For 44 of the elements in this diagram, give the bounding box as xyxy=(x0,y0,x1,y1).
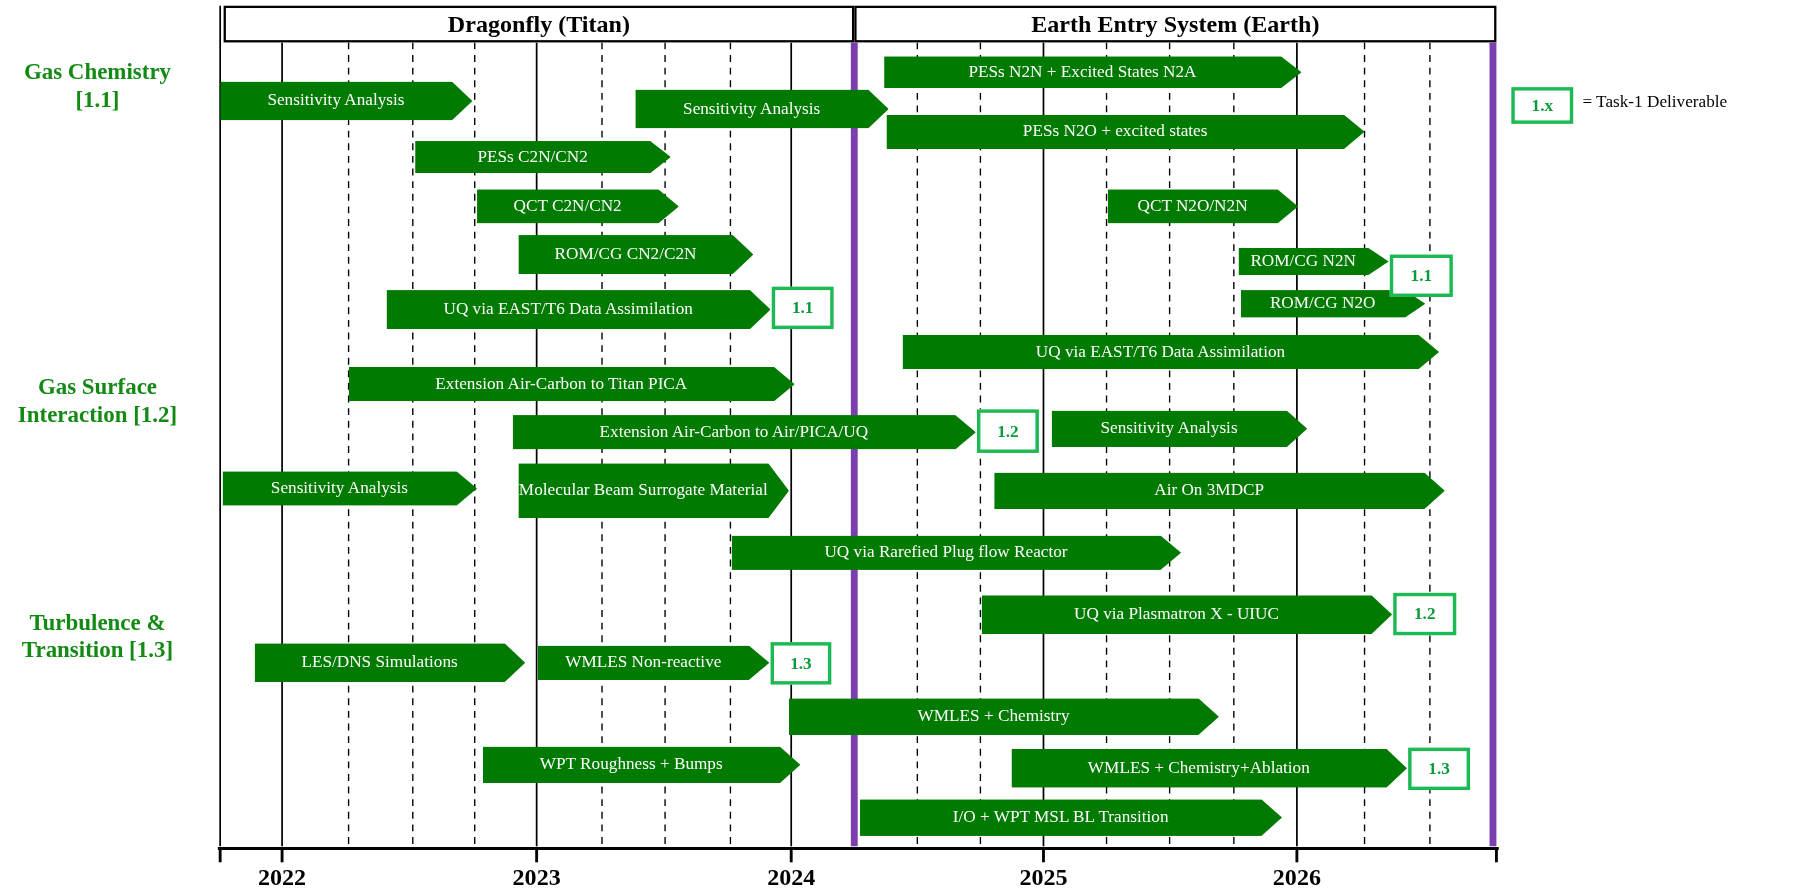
task-arrow-bar: Molecular Beam Surrogate Material xyxy=(518,463,789,519)
task-arrow-bar: I/O + WPT MSL BL Transition xyxy=(860,799,1282,836)
legend-text: = Task-1 Deliverable xyxy=(1582,91,1728,112)
deliverable-badge: 1.2 xyxy=(976,409,1039,453)
deliverable-badge: 1.3 xyxy=(770,642,832,685)
task-arrow-bar: WMLES + Chemistry+Ablation xyxy=(1011,748,1407,788)
task-arrow-bar: WMLES + Chemistry xyxy=(788,698,1219,735)
deliverable-badge: 1.1 xyxy=(1389,254,1453,297)
row-heading: Gas Chemistry [1.1] xyxy=(22,57,173,113)
phase-header: Earth Entry System (Earth) xyxy=(854,5,1497,43)
task-arrow-bar: UQ via Plasmatron X - UIUC xyxy=(981,595,1393,635)
task-arrow-bar: WPT Roughness + Bumps xyxy=(482,746,801,784)
phase-header: Dragonfly (Titan) xyxy=(223,5,855,43)
year-label: 2025 xyxy=(1019,863,1068,892)
deliverable-badge: 1.3 xyxy=(1408,747,1471,791)
task-arrow-bar: QCT C2N/CN2 xyxy=(477,189,679,224)
deliverable-badge: 1.2 xyxy=(1393,592,1457,636)
task-arrow-bar: ROM/CG N2O xyxy=(1240,290,1426,318)
task-arrow-bar: ROM/CG N2N xyxy=(1238,247,1389,276)
task-arrow-bar: Air On 3MDCP xyxy=(994,472,1445,510)
task-arrow-bar: Sensitivity Analysis xyxy=(220,81,473,121)
task-arrow-bar: Sensitivity Analysis xyxy=(222,471,477,506)
year-label: 2023 xyxy=(512,863,561,892)
row-heading: Gas Surface Interaction [1.2] xyxy=(16,372,179,428)
task-arrow-bar: UQ via Rarefied Plug flow Reactor xyxy=(731,535,1182,570)
task-arrow-bar: QCT N2O/N2N xyxy=(1107,189,1299,224)
task-arrow-bar: Sensitivity Analysis xyxy=(635,89,889,129)
year-label: 2026 xyxy=(1272,863,1321,892)
task-arrow-bar: UQ via EAST/T6 Data Assimilation xyxy=(386,290,771,330)
deliverable-badge: 1.x xyxy=(1511,87,1574,124)
task-arrow-bar: LES/DNS Simulations xyxy=(254,643,526,683)
task-arrow-bar: Sensitivity Analysis xyxy=(1051,410,1308,448)
year-label: 2024 xyxy=(767,863,816,892)
task-arrow-bar: ROM/CG CN2/C2N xyxy=(518,235,754,275)
deliverable-badge: 1.1 xyxy=(771,286,834,330)
task-arrow-bar: Extension Air-Carbon to Air/PICA/UQ xyxy=(512,415,976,450)
row-heading: Turbulence & Transition [1.3] xyxy=(20,607,175,663)
task-arrow-bar: PESs N2N + Excited States N2A xyxy=(884,56,1302,89)
task-arrow-bar: PESs C2N/CN2 xyxy=(415,141,671,174)
task-arrow-bar: UQ via EAST/T6 Data Assimilation xyxy=(902,334,1440,370)
task-arrow-bar: WMLES Non-reactive xyxy=(537,645,770,680)
task-arrow-bar: Extension Air-Carbon to Titan PICA xyxy=(348,366,795,402)
task-arrow-bar: PESs N2O + excited states xyxy=(886,114,1365,150)
year-label: 2022 xyxy=(258,863,307,892)
